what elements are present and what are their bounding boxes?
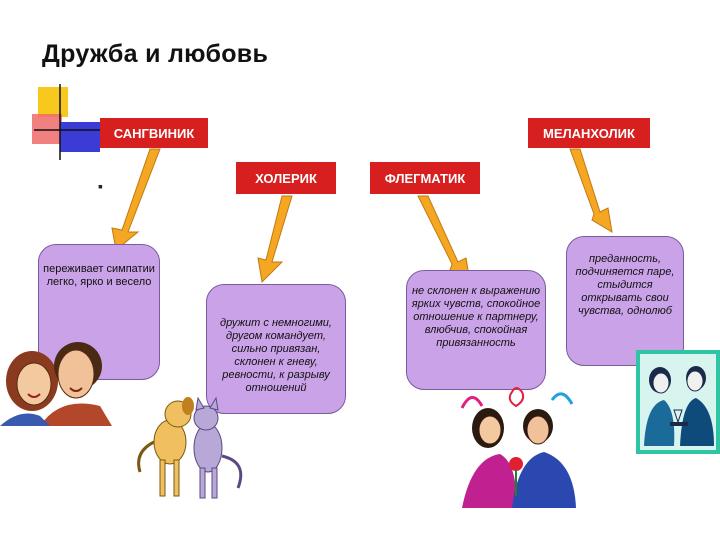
- couple-portrait-icon: [0, 326, 112, 426]
- type-phlegmatic: ФЛЕГМАТИК: [370, 162, 480, 194]
- type-choleric: ХОЛЕРИК: [236, 162, 336, 194]
- arrow-choleric: [257, 195, 293, 284]
- couple-with-rose-graphic: [460, 387, 576, 508]
- dog-and-cat-graphic: [137, 396, 243, 499]
- desc-choleric: дружит с немногими, другом командует, си…: [206, 284, 346, 414]
- bullet-marker: ▪: [98, 178, 103, 194]
- couple-at-table-icon: [636, 350, 720, 454]
- type-sanguine: САНГВИНИК: [100, 118, 208, 148]
- arrow-melancholic: [569, 148, 613, 233]
- arrow-sanguine: [111, 148, 161, 251]
- page-title: Дружба и любовь: [42, 40, 269, 68]
- type-melancholic: МЕЛАНХОЛИК: [528, 118, 650, 148]
- desc-phlegmatic: не склонен к выражению ярких чувств, спо…: [406, 270, 546, 390]
- color-squares-icon: [32, 82, 102, 162]
- dog-and-cat-icon: [130, 392, 250, 502]
- couple-with-rose-icon: [452, 387, 582, 508]
- couple-portrait-graphic: [0, 342, 112, 426]
- color-squares-graphic: [32, 84, 100, 160]
- desc-melancholic: преданность, подчиняется паре, стыдится …: [566, 236, 684, 366]
- couple-at-table-graphic: [636, 350, 720, 454]
